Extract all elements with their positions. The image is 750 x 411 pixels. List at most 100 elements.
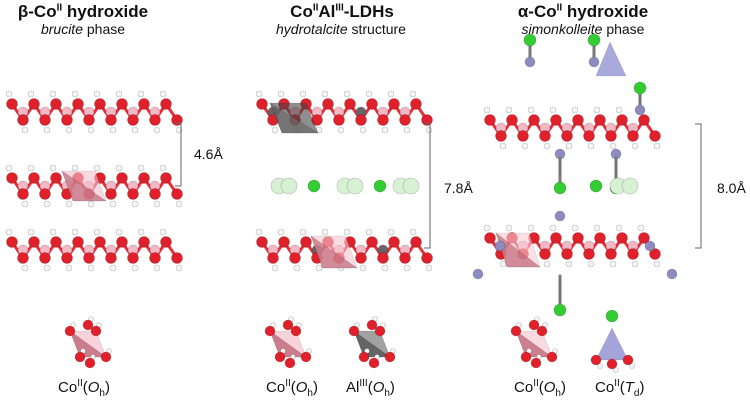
oxygen-atom (572, 232, 584, 244)
hydrogen-atom (293, 264, 301, 272)
chloride-atom (553, 303, 567, 317)
oxygen-atom (605, 248, 617, 260)
oxygen-atom (572, 114, 584, 126)
hydrogen-atom (115, 164, 123, 172)
oxygen-atom (377, 252, 389, 264)
oxygen-atom (388, 98, 400, 110)
hydrogen-atom (49, 90, 57, 98)
oxygen-atom (100, 351, 112, 363)
oxygen-atom (282, 319, 294, 331)
hydrogen-atom (5, 164, 13, 172)
octahedron-coh-face (310, 235, 358, 269)
hydrogen-atom (153, 126, 161, 134)
interlayer-spacing-ldh: 7.8Å (444, 180, 473, 196)
hydrogen-atom (87, 264, 95, 272)
oxygen-atom (83, 252, 95, 264)
octahedron-coh-face (61, 170, 107, 202)
oxygen-atom (300, 351, 312, 363)
oxygen-atom (530, 357, 542, 369)
oxygen-atom (83, 114, 95, 126)
oxygen-atom (274, 351, 286, 363)
hydrogen-atom (365, 228, 373, 236)
hydrogen-atom (93, 164, 101, 172)
oxygen-atom (160, 98, 172, 110)
oxygen-atom (605, 130, 617, 142)
chloride-atom (605, 309, 619, 323)
oxygen-atom (344, 98, 356, 110)
oxygen-atom (358, 351, 370, 363)
hydrogen-atom (593, 224, 601, 232)
oxygen-atom (539, 130, 551, 142)
hydrogen-atom (321, 228, 329, 236)
hydrogen-atom (153, 200, 161, 208)
hydrogen-atom (381, 126, 389, 134)
oxygen-atom (355, 114, 367, 126)
hydrogen-atom (543, 260, 551, 268)
oxygen-atom (256, 236, 268, 248)
legend-label-co-oh-2: CoII(Oh) (266, 378, 318, 399)
hydrogen-atom (571, 224, 579, 232)
legend-label-co-oh-1: CoII(Oh) (58, 378, 110, 399)
oxygen-atom (388, 236, 400, 248)
oxygen-atom (50, 98, 62, 110)
hydrogen-atom (255, 228, 263, 236)
hydrogen-atom (115, 228, 123, 236)
hydrogen-atom (381, 264, 389, 272)
hydrogen-atom (403, 126, 411, 134)
oxygen-atom (105, 252, 117, 264)
td-cobalt-atom (666, 268, 678, 280)
oxygen-atom (627, 248, 639, 260)
hydrogen-atom (409, 90, 417, 98)
oxygen-atom (160, 172, 172, 184)
hydrogen-atom (653, 260, 661, 268)
oxygen-atom (278, 236, 290, 248)
intercalant (621, 177, 639, 195)
oxygen-atom (39, 188, 51, 200)
tetrahedron (595, 41, 627, 77)
oxygen-atom (366, 98, 378, 110)
oxygen-atom (256, 98, 268, 110)
oxygen-atom (94, 236, 106, 248)
hydrogen-atom (387, 90, 395, 98)
oxygen-atom (6, 172, 18, 184)
oxygen-atom (6, 98, 18, 110)
hydrogen-atom (587, 142, 595, 150)
td-cobalt-atom (634, 104, 646, 116)
spacing-bracket (175, 122, 182, 187)
hydrogen-atom (483, 106, 491, 114)
hydrogen-atom (571, 106, 579, 114)
hydrogen-atom (21, 126, 29, 134)
hydrogen-atom (631, 260, 639, 268)
oxygen-atom (528, 114, 540, 126)
oxygen-atom (105, 188, 117, 200)
legend-label-co-oh-3: CoII(Oh) (514, 378, 566, 399)
oxygen-atom (528, 319, 540, 331)
td-cobalt-atom (524, 56, 536, 68)
oxygen-atom (127, 252, 139, 264)
hydrogen-atom (609, 260, 617, 268)
intercalant (402, 177, 420, 195)
hydrogen-atom (565, 260, 573, 268)
oxygen-atom (368, 357, 380, 369)
oxygen-atom (171, 252, 183, 264)
oxygen-atom (410, 98, 422, 110)
oxygen-atom (160, 236, 172, 248)
oxygen-atom (546, 351, 558, 363)
oxygen-atom (6, 236, 18, 248)
hydrogen-atom (521, 142, 529, 150)
hydrogen-atom (43, 126, 51, 134)
oxygen-atom (410, 236, 422, 248)
hydrogen-atom (315, 264, 323, 272)
chloride-atom (373, 179, 387, 193)
hydrogen-atom (597, 363, 603, 369)
hydrogen-atom (637, 224, 645, 232)
hydrogen-atom (87, 200, 95, 208)
hydrogen-atom (271, 264, 279, 272)
oxygen-atom (520, 351, 532, 363)
oxygen-atom (61, 252, 73, 264)
oxygen-atom (348, 325, 360, 337)
td-cobalt-atom (494, 240, 506, 252)
oxygen-atom (606, 358, 618, 370)
oxygen-atom (138, 98, 150, 110)
hydrogen-atom (131, 200, 139, 208)
